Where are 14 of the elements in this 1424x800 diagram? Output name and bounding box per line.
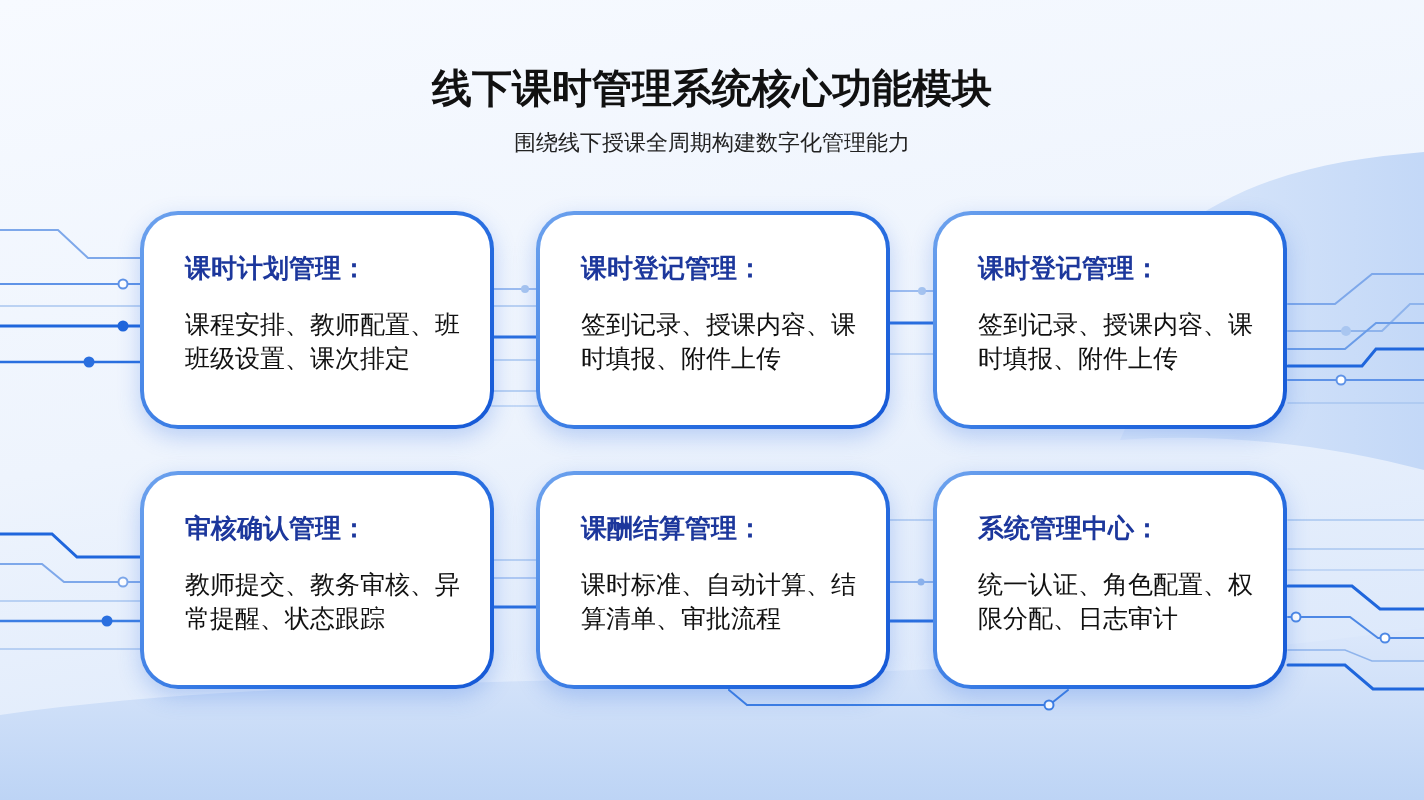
feature-list-text: 课程安排、教师配置、班班级设置、课次排定: [185, 310, 461, 374]
module-heading: 审核确认管理：: [185, 512, 367, 545]
feature-list-text: 签到记录、授课内容、课时填报、附件上传: [978, 310, 1254, 374]
module-heading: 课时登记管理：: [978, 252, 1160, 285]
feature-list-text: 课时标准、自动计算、结算清单、审批流程: [581, 570, 857, 634]
feature-list-text: 统一认证、角色配置、权限分配、日志审计: [978, 570, 1254, 634]
feature-list-text: 教师提交、教务审核、异常提醒、状态跟踪: [185, 570, 461, 634]
title: 线下课时管理系统核心功能模块: [432, 65, 992, 112]
module-heading: 系统管理中心：: [978, 512, 1160, 545]
module-heading: 课时计划管理：: [185, 252, 367, 285]
module-heading: 课酬结算管理：: [581, 512, 763, 545]
feature-list-text: 签到记录、授课内容、课时填报、附件上传: [581, 310, 857, 374]
module-heading: 课时登记管理：: [581, 252, 763, 285]
subtitle: 围绕线下授课全周期构建数字化管理能力: [514, 129, 910, 157]
